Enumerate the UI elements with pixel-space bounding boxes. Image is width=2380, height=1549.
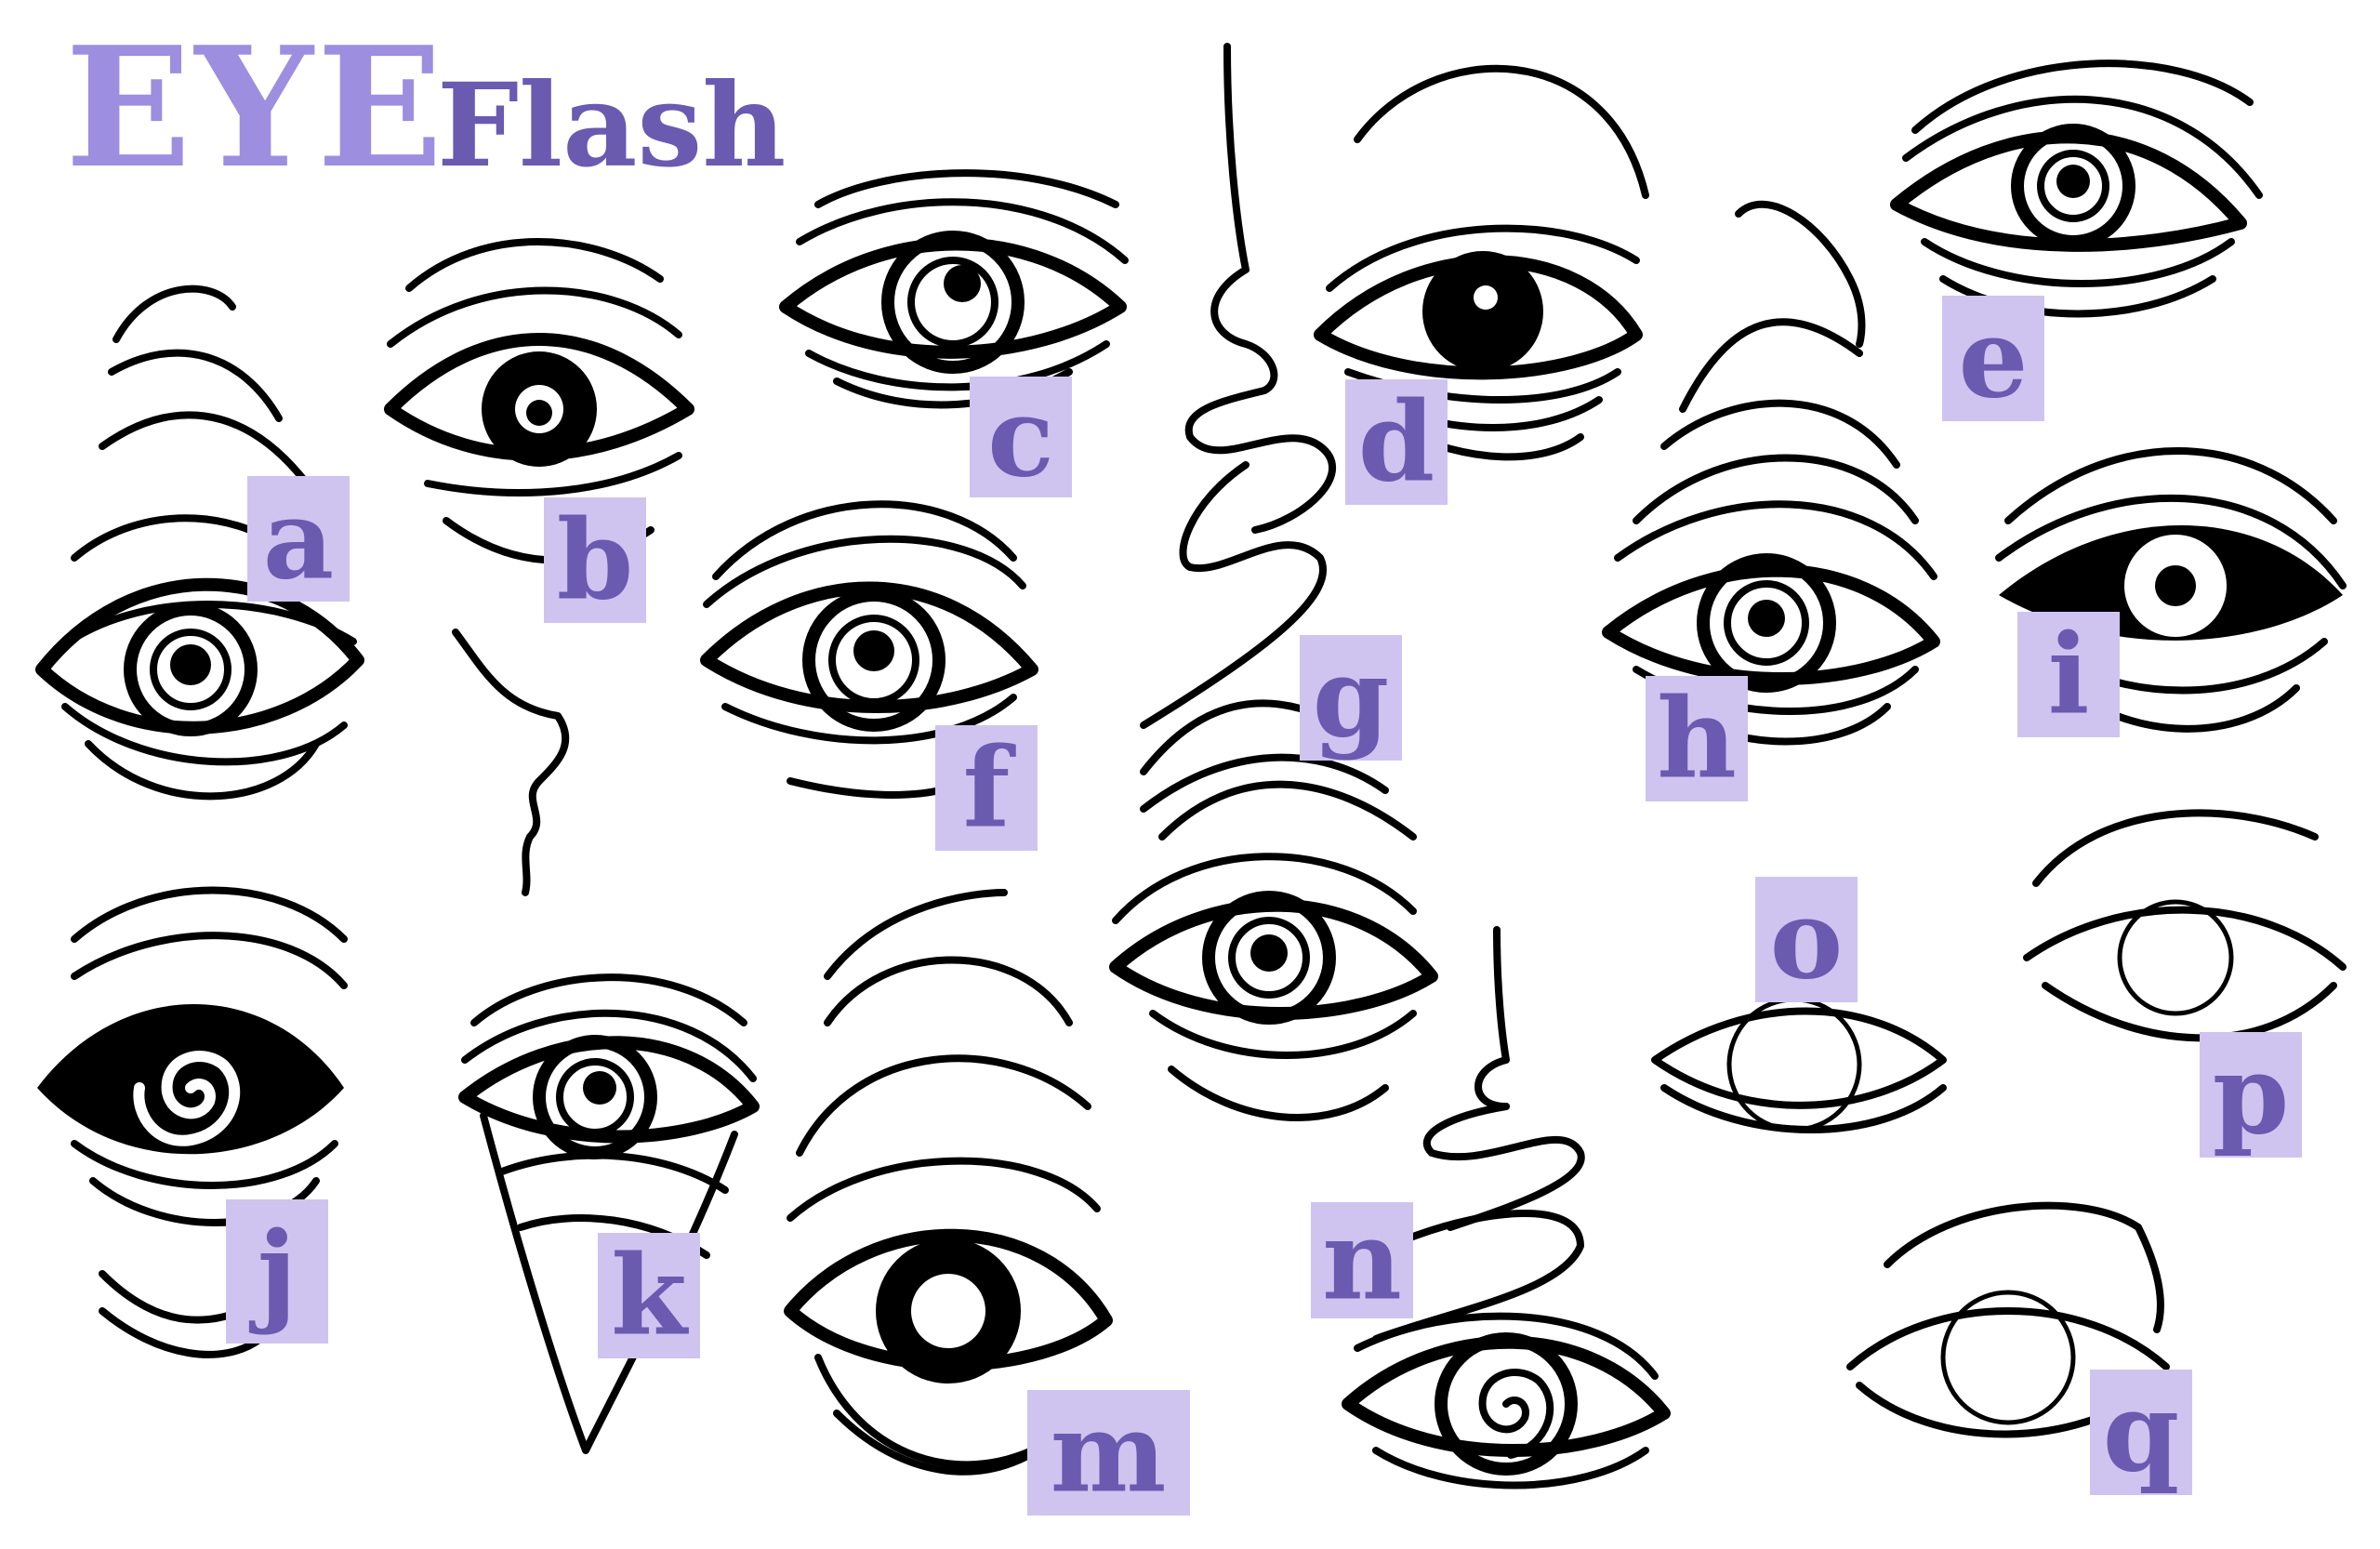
label-d: d <box>1345 377 1448 507</box>
svg-text:n: n <box>1322 1196 1402 1325</box>
title-eye: EYE <box>65 10 446 205</box>
label-k: k <box>598 1231 700 1360</box>
label-c: c <box>970 373 1072 502</box>
label-p: p <box>2200 1030 2302 1159</box>
svg-text:o: o <box>1770 875 1844 1004</box>
svg-text:p: p <box>2213 1030 2290 1159</box>
eye-drawing-n <box>1342 926 1671 1489</box>
svg-text:q: q <box>2103 1368 2180 1497</box>
svg-text:h: h <box>1657 674 1737 803</box>
label-e: e <box>1942 294 2044 423</box>
svg-text:d: d <box>1358 377 1435 507</box>
eye-drawing-j <box>37 886 348 1358</box>
eye-drawing-h <box>1602 454 1940 746</box>
eye-drawing-o <box>1651 997 1947 1133</box>
title-flash: Flash <box>437 59 786 193</box>
eye-drawing-m <box>784 889 1113 1476</box>
svg-text:i: i <box>2048 610 2090 739</box>
eye-drawing-k <box>458 973 760 1454</box>
label-g: g <box>1300 633 1402 762</box>
label-j: j <box>226 1199 328 1344</box>
svg-text:j: j <box>249 1208 298 1337</box>
label-n: n <box>1311 1196 1413 1325</box>
label-o: o <box>1755 875 1858 1004</box>
svg-text:m: m <box>1051 1388 1167 1517</box>
eye-drawing-f <box>700 500 1038 799</box>
svg-text:e: e <box>1958 294 2028 423</box>
svg-text:a: a <box>263 475 334 604</box>
label-f: f <box>935 723 1038 853</box>
eye-drawing-g <box>1109 853 1438 1121</box>
label-i: i <box>2017 610 2120 739</box>
label-h: h <box>1646 674 1748 803</box>
svg-text:b: b <box>557 496 634 625</box>
svg-text:f: f <box>963 723 1017 853</box>
eye-drawing-p <box>2023 809 2347 1042</box>
label-b: b <box>544 496 646 625</box>
label-a: a <box>247 475 350 604</box>
svg-text:c: c <box>987 373 1054 502</box>
eye-drawing-c <box>779 169 1129 409</box>
eye-drawing-a <box>35 285 364 801</box>
eye-drawing-i <box>1995 447 2347 733</box>
eye-drawing-e <box>1660 60 2263 469</box>
svg-text:g: g <box>1313 633 1390 762</box>
label-q: q <box>2090 1368 2192 1497</box>
svg-text:k: k <box>611 1231 689 1360</box>
label-m: m <box>1027 1388 1190 1517</box>
